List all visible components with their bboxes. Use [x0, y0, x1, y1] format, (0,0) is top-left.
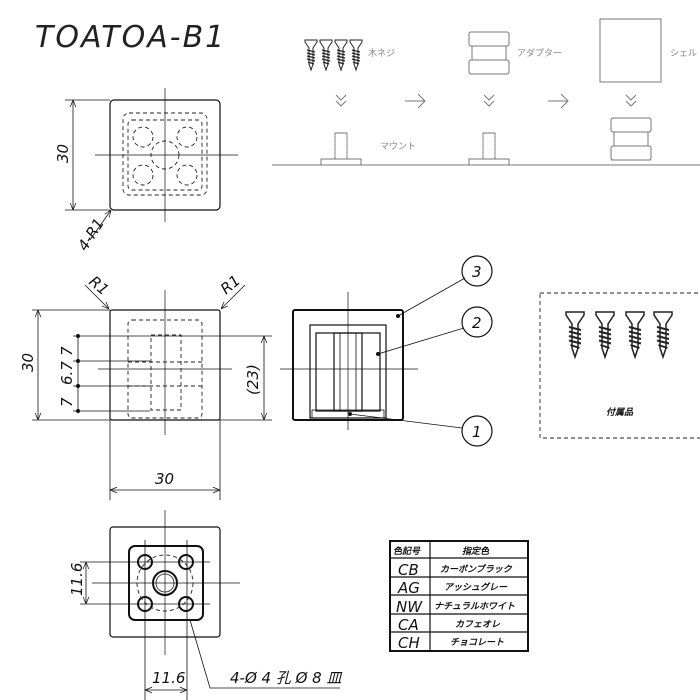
- pitch-dim-3: 7: [58, 397, 76, 407]
- color-code: NW: [396, 598, 423, 616]
- table-row: AG アッシュグレー: [397, 579, 508, 597]
- bottom-horizontal-pitch: 11.6: [152, 669, 185, 687]
- table-row: CH チョコレート: [398, 634, 504, 652]
- top-height-dim: 30: [54, 144, 72, 163]
- color-code: AG: [397, 579, 420, 597]
- radius-note: 4-R1: [74, 215, 108, 254]
- front-width-dim: 30: [155, 470, 174, 488]
- balloon-1-label: 1: [472, 423, 482, 441]
- bottom-view: 11.6 11.6 4-Ø 4 孔 Ø 8 皿: [68, 510, 342, 700]
- balloon-1: [461, 415, 493, 447]
- table-header-color: 指定色: [462, 546, 490, 557]
- front-view: R1 R1 30 7 6.7 7 (23) 30: [19, 271, 272, 500]
- hole-note: 4-Ø 4 孔 Ø 8 皿: [230, 669, 342, 687]
- table-row: CA カフェオレ: [398, 616, 501, 634]
- color-code: CH: [398, 634, 420, 652]
- color-code: CA: [398, 616, 419, 634]
- reference-dim: (23): [244, 364, 262, 395]
- accessory-screws-icon: [565, 311, 673, 358]
- color-name: カフェオレ: [455, 619, 501, 630]
- mount-icon: [320, 132, 362, 166]
- color-table: 色記号 指定色 CB カーボンブラック AG アッシュグレー NW ナチュラルホ…: [389, 540, 529, 652]
- radius-right-label: R1: [217, 271, 244, 298]
- adapter-icon: [468, 31, 510, 75]
- pitch-dim-1: 7: [58, 346, 76, 356]
- arrow-right-icons: [405, 93, 569, 109]
- shell-label: シェル: [670, 49, 697, 59]
- color-name: カーボンブラック: [440, 564, 513, 575]
- color-name: アッシュグレー: [444, 582, 508, 593]
- table-header-code: 色記号: [393, 546, 421, 557]
- color-name: ナチュラルホワイト: [434, 601, 515, 612]
- section-view: 3 2 1: [280, 255, 493, 447]
- accessories-box: 付属品: [539, 292, 700, 439]
- radius-left-label: R1: [85, 272, 112, 299]
- shell-icon: [599, 18, 662, 83]
- adapter-label: アダプター: [517, 47, 562, 59]
- chevron-down-icons: [335, 94, 637, 107]
- color-code: CB: [398, 561, 419, 579]
- wood-screws-icon: [304, 39, 363, 71]
- balloon-3: [461, 255, 493, 287]
- accessories-label: 付属品: [606, 407, 634, 418]
- balloon-3-label: 3: [472, 263, 482, 281]
- wood-screw-label: 木ネジ: [368, 47, 395, 59]
- mount-label: マウント: [380, 141, 416, 152]
- balloon-2: [461, 306, 493, 338]
- pitch-dim-2: 6.7: [58, 361, 76, 385]
- drawing-title: TOATOA-B1: [35, 20, 226, 55]
- balloon-2-label: 2: [472, 314, 482, 332]
- top-view: 30 4-R1: [54, 88, 238, 254]
- table-row: CB カーボンブラック: [398, 561, 513, 579]
- table-row: NW ナチュラルホワイト: [396, 598, 515, 616]
- mount-icon-2: [468, 132, 510, 166]
- assembly-diagram: 木ネジ アダプター シェル マウント: [272, 18, 700, 166]
- front-height-dim: 30: [19, 353, 37, 372]
- color-name: チョコレート: [450, 637, 504, 648]
- assembled-icon: [610, 117, 652, 161]
- bottom-vertical-pitch: 11.6: [68, 563, 86, 596]
